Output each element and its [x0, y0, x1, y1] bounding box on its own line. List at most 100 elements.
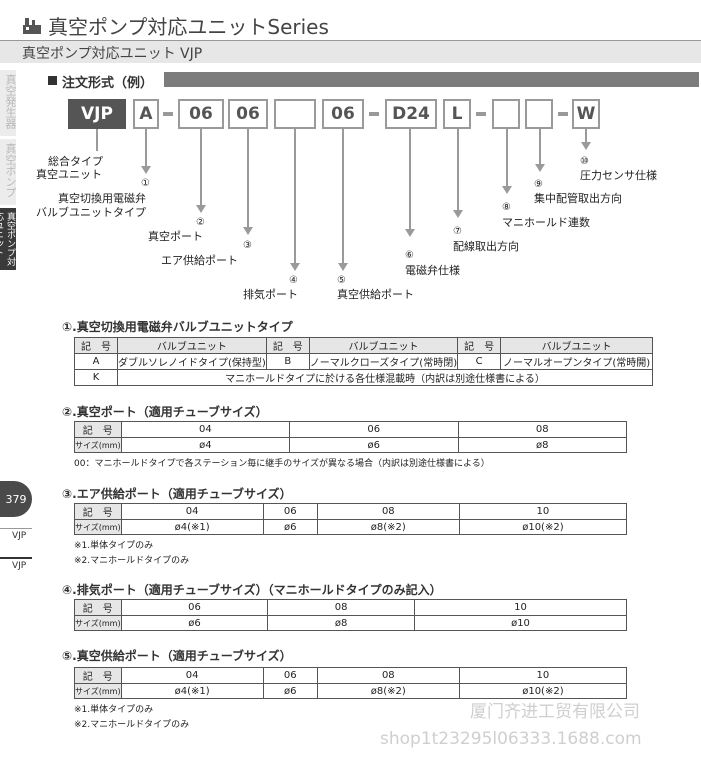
side-label-vjp: VJP: [12, 531, 27, 541]
table-cell: 10: [458, 503, 628, 520]
table-cell: ノーマルクローズタイプ(常時閉): [308, 353, 459, 370]
table-cell: サイズ(mm): [74, 437, 122, 453]
table-cell: サイズ(mm): [74, 519, 122, 535]
num-3: ③: [243, 240, 252, 251]
heading-bar: [164, 72, 699, 87]
code-box-8: [492, 99, 520, 129]
table-cell: 06: [262, 667, 318, 684]
side-tab-vacuum-pump-unit[interactable]: 真空ポンプ対応ユニット: [0, 208, 16, 270]
table-cell: 記 号: [74, 667, 122, 684]
label-1b: バルブユニットタイプ: [36, 206, 146, 219]
code-box-2: 06: [178, 99, 224, 129]
side-divider: [0, 528, 32, 529]
dash: [476, 112, 486, 116]
table-cell: ø6: [262, 519, 318, 535]
table-cell: 10: [458, 667, 628, 684]
label-3: エア供給ポート: [161, 254, 238, 267]
table-cell: サイズ(mm): [74, 615, 122, 631]
label-2: 真空ポート: [148, 230, 203, 243]
leader-line: [585, 129, 587, 143]
side-tab-vacuum-pump[interactable]: 真空ポンプ: [0, 139, 16, 205]
code-box-3: 06: [228, 99, 268, 129]
table-cell: 08: [457, 421, 628, 438]
table-cell: 04: [120, 503, 264, 520]
table-cell: 10: [414, 599, 627, 616]
arrow-down-icon: [141, 166, 151, 174]
num-8: ⑧: [502, 202, 511, 213]
arrow-down-icon: [243, 227, 253, 235]
table-cell: ノーマルオープンタイプ(常時開): [500, 353, 653, 370]
arrow-down-icon: [453, 210, 463, 218]
table-row: K マニホールドタイプに於ける各仕様混載時（内訳は別途仕様書による）: [74, 369, 653, 386]
table-cell: 06: [120, 599, 269, 616]
num-10: ⑩: [580, 156, 589, 167]
code-box-9: [525, 99, 553, 129]
leader-line: [539, 129, 541, 165]
side-label-vjp-bottom: VJP: [12, 561, 27, 571]
label-8: マニホールド連数: [502, 216, 590, 229]
valve-unit-type-table: 記 号 バルブユニット 記 号 バルブユニット 記 号 バルブユニット A ダブ…: [74, 337, 653, 386]
table-cell: 記 号: [457, 337, 502, 354]
page-number: 379: [0, 481, 32, 517]
table-cell: 04: [120, 421, 291, 438]
table-cell: ø4(※1): [120, 519, 264, 535]
dash: [163, 112, 173, 116]
subtitle-band: [0, 40, 701, 63]
table-cell: 04: [120, 667, 264, 684]
label-vjp-unit: 真空ユニット: [36, 168, 102, 181]
table-cell: 記 号: [265, 337, 310, 354]
num-7: ⑦: [453, 226, 462, 237]
table-cell: バルブユニット: [117, 337, 267, 354]
leader-line: [342, 129, 344, 264]
code-box-4: [274, 99, 316, 129]
table-cell: ø10(※2): [458, 519, 628, 535]
table-cell: ダブルソレノイドタイプ(保持型): [117, 353, 267, 370]
label-4: 排気ポート: [243, 288, 298, 301]
table-cell: 06: [289, 421, 459, 438]
table-header-row: 記 号 バルブユニット 記 号 バルブユニット 記 号 バルブユニット: [74, 337, 653, 354]
table-row: 記 号 04 06 08 10: [74, 667, 628, 684]
table5-note1: ※1.単体タイプのみ: [74, 705, 154, 715]
subtitle: 真空ポンプ対応ユニット VJP: [22, 46, 203, 62]
dash: [558, 112, 568, 116]
side-divider: [0, 557, 32, 559]
table3-note1: ※1.単体タイプのみ: [74, 541, 154, 551]
table3-title: ③.エア供給ポート（適用チューブサイズ）: [62, 487, 292, 501]
table3-note2: ※2.マニホールドタイプのみ: [74, 556, 190, 566]
table-cell: 08: [267, 599, 415, 616]
table-cell: ø8: [267, 615, 415, 631]
table-row: サイズ(mm) ø4(※1) ø6 ø8(※2) ø10(※2): [74, 683, 628, 699]
code-box-7: L: [443, 99, 471, 129]
leader-line: [457, 129, 459, 211]
table-row: 記 号 04 06 08: [74, 421, 628, 438]
label-10: 圧力センサ仕様: [580, 169, 657, 182]
code-box-1: A: [133, 99, 159, 129]
table-cell: バルブユニット: [500, 337, 653, 354]
table-cell: ø10(※2): [458, 683, 628, 699]
num-2: ②: [196, 217, 205, 228]
table-cell: 記 号: [74, 599, 122, 616]
table-cell: 08: [316, 667, 460, 684]
watermark-company: 厦门齐进工贸有限公司: [470, 702, 640, 722]
arrow-down-icon: [535, 164, 545, 172]
leader-line: [247, 129, 249, 228]
table-cell: ø8: [457, 437, 628, 453]
table-cell: 記 号: [74, 421, 122, 438]
leader-line: [409, 129, 411, 230]
table-cell: ø4(※1): [120, 683, 264, 699]
series-title: 真空ポンプ対応ユニットSeries: [48, 15, 329, 39]
code-box-10: W: [572, 99, 600, 129]
table5-note2: ※2.マニホールドタイプのみ: [74, 720, 190, 730]
side-tab-vacuum-generator[interactable]: 真空発生器: [0, 70, 16, 136]
table-row: サイズ(mm) ø4(※1) ø6 ø8(※2) ø10(※2): [74, 519, 628, 535]
table-cell: K: [74, 369, 118, 386]
table-cell: サイズ(mm): [74, 683, 122, 699]
num-4: ④: [289, 275, 298, 286]
table-cell: ø6: [262, 683, 318, 699]
table-cell: ø10: [414, 615, 627, 631]
table-cell: ø4: [120, 437, 291, 453]
label-vjp-type: 総合タイプ: [48, 155, 103, 168]
table-cell: A: [74, 353, 118, 370]
table-cell: バルブユニット: [308, 337, 459, 354]
table2-title: ②.真空ポート（適用チューブサイズ）: [62, 405, 268, 419]
